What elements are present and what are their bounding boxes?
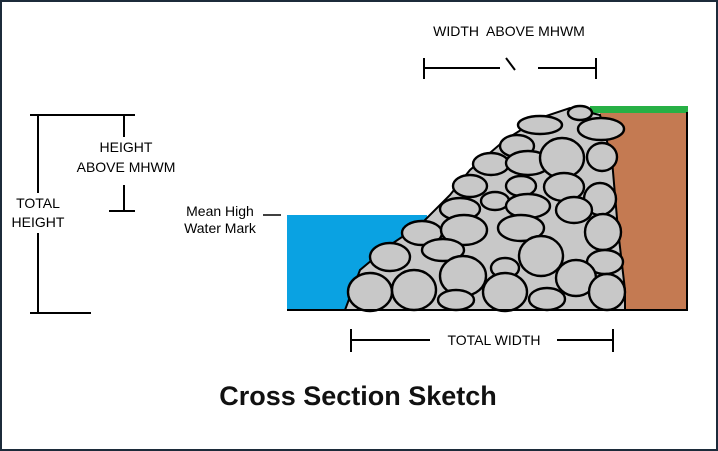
rock <box>585 141 619 173</box>
rock <box>481 271 529 313</box>
total-height-label-2: HEIGHT <box>12 214 65 230</box>
rock <box>439 213 489 247</box>
width-above-mhwm-dimension <box>423 57 597 79</box>
rock <box>517 234 565 278</box>
rock <box>583 212 623 252</box>
rock <box>496 213 546 243</box>
height-above-label-2: ABOVE MHWM <box>77 159 176 175</box>
rock <box>420 237 466 263</box>
mhwm-label-2: Water Mark <box>184 220 257 236</box>
rock <box>576 116 626 142</box>
rock <box>346 271 394 313</box>
riprap-rocks <box>346 104 627 313</box>
rock <box>554 195 594 225</box>
total-height-label-1: TOTAL <box>16 195 60 211</box>
height-above-label-1: HEIGHT <box>100 139 153 155</box>
rock <box>390 268 438 312</box>
diagram-title: Cross Section Sketch <box>219 381 497 411</box>
rock <box>368 241 412 273</box>
rock <box>451 173 489 199</box>
total-width-label: TOTAL WIDTH <box>447 332 540 348</box>
rock <box>566 104 594 122</box>
total-height-dimension <box>30 114 135 314</box>
rock <box>527 286 567 312</box>
height-above-mhwm-dimension <box>109 115 135 212</box>
total-width-dimension <box>350 329 614 352</box>
rock <box>471 151 511 177</box>
rock <box>587 272 627 312</box>
mhwm-label-1: Mean High <box>186 203 254 219</box>
rock <box>479 190 511 212</box>
rock <box>516 114 564 136</box>
rock <box>436 288 476 312</box>
width-above-mhwm-label: WIDTH ABOVE MHWM <box>433 23 585 39</box>
grass-strip <box>590 106 688 113</box>
